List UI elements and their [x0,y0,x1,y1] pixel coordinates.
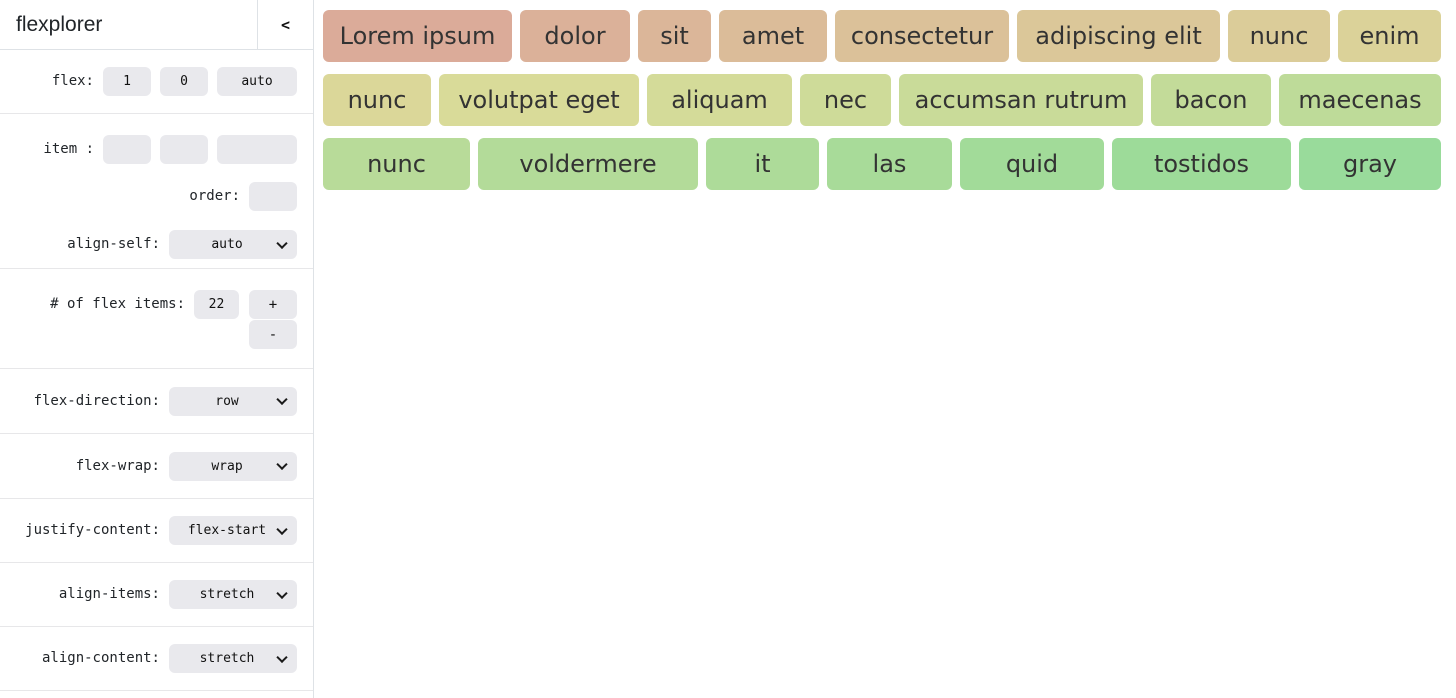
justify-content-section: justify-content: flex-start [0,499,313,563]
flex-item[interactable]: amet [719,10,827,62]
align-items-label: align-items: [58,586,160,602]
increment-items-button[interactable]: + [249,290,297,319]
flex-count-input[interactable] [194,290,239,319]
item-flex-grow-input[interactable] [103,135,151,164]
item-flex-basis-input[interactable] [217,135,297,164]
flex-item[interactable]: nunc [323,138,470,190]
flex-item[interactable]: adipiscing elit [1017,10,1220,62]
item-label: item : [43,141,94,157]
justify-content-label: justify-content: [25,522,160,538]
flex-item[interactable]: maecenas [1279,74,1441,126]
flex-item[interactable]: aliquam [647,74,792,126]
flex-item[interactable]: voldermere [478,138,698,190]
align-content-section: align-content: stretch [0,627,313,691]
order-label: order: [189,188,240,204]
flex-label: flex: [51,73,94,89]
flex-shorthand-section: flex: [0,50,313,114]
flex-shrink-input[interactable] [160,67,208,96]
item-flex-shrink-input[interactable] [160,135,208,164]
flex-grow-input[interactable] [103,67,151,96]
align-self-label: align-self: [67,236,160,252]
flex-item[interactable]: sit [638,10,711,62]
flex-direction-select[interactable]: row [169,386,297,416]
flex-direction-label: flex-direction: [33,392,160,409]
flex-item[interactable]: dolor [520,10,630,62]
flex-item[interactable]: quid [960,138,1104,190]
flex-item[interactable]: Lorem ipsum [323,10,512,62]
align-self-select[interactable]: auto [169,230,297,259]
flex-count-label: # of flex items: [50,296,185,312]
flex-item[interactable]: nunc [1228,10,1330,62]
decrement-items-button[interactable]: - [249,320,297,349]
flex-item[interactable]: volutpat eget [439,74,639,126]
justify-content-select[interactable]: flex-start [169,516,297,545]
page-title: flexplorer [16,12,103,36]
flex-direction-section: flex-direction: row [0,369,313,434]
flex-item[interactable]: gray [1299,138,1441,190]
flex-item[interactable]: nunc [323,74,431,126]
flex-basis-input[interactable] [217,67,297,96]
flex-item[interactable]: las [827,138,952,190]
flex-wrap-section: flex-wrap: wrap [0,434,313,499]
flex-item[interactable]: bacon [1151,74,1271,126]
flex-item[interactable]: it [706,138,819,190]
align-items-select[interactable]: stretch [169,580,297,609]
flex-wrap-label: flex-wrap: [75,457,160,474]
flex-item[interactable]: consectetur [835,10,1009,62]
align-content-select[interactable]: stretch [169,644,297,673]
align-items-section: align-items: stretch [0,563,313,627]
order-input[interactable] [249,182,297,211]
flex-item[interactable]: enim [1338,10,1441,62]
flex-wrap-select[interactable]: wrap [169,451,297,481]
flex-item[interactable]: accumsan rutrum [899,74,1143,126]
align-content-label: align-content: [41,650,160,666]
collapse-sidebar-button[interactable]: < [257,0,313,49]
flex-item[interactable]: tostidos [1112,138,1291,190]
sidebar: flexplorer < flex: item : order: align-s… [0,0,314,698]
flex-count-section: # of flex items: + - [0,269,313,369]
sidebar-header: flexplorer < [0,0,313,50]
flex-item[interactable]: nec [800,74,891,126]
item-section: item : order: align-self: auto [0,114,313,269]
